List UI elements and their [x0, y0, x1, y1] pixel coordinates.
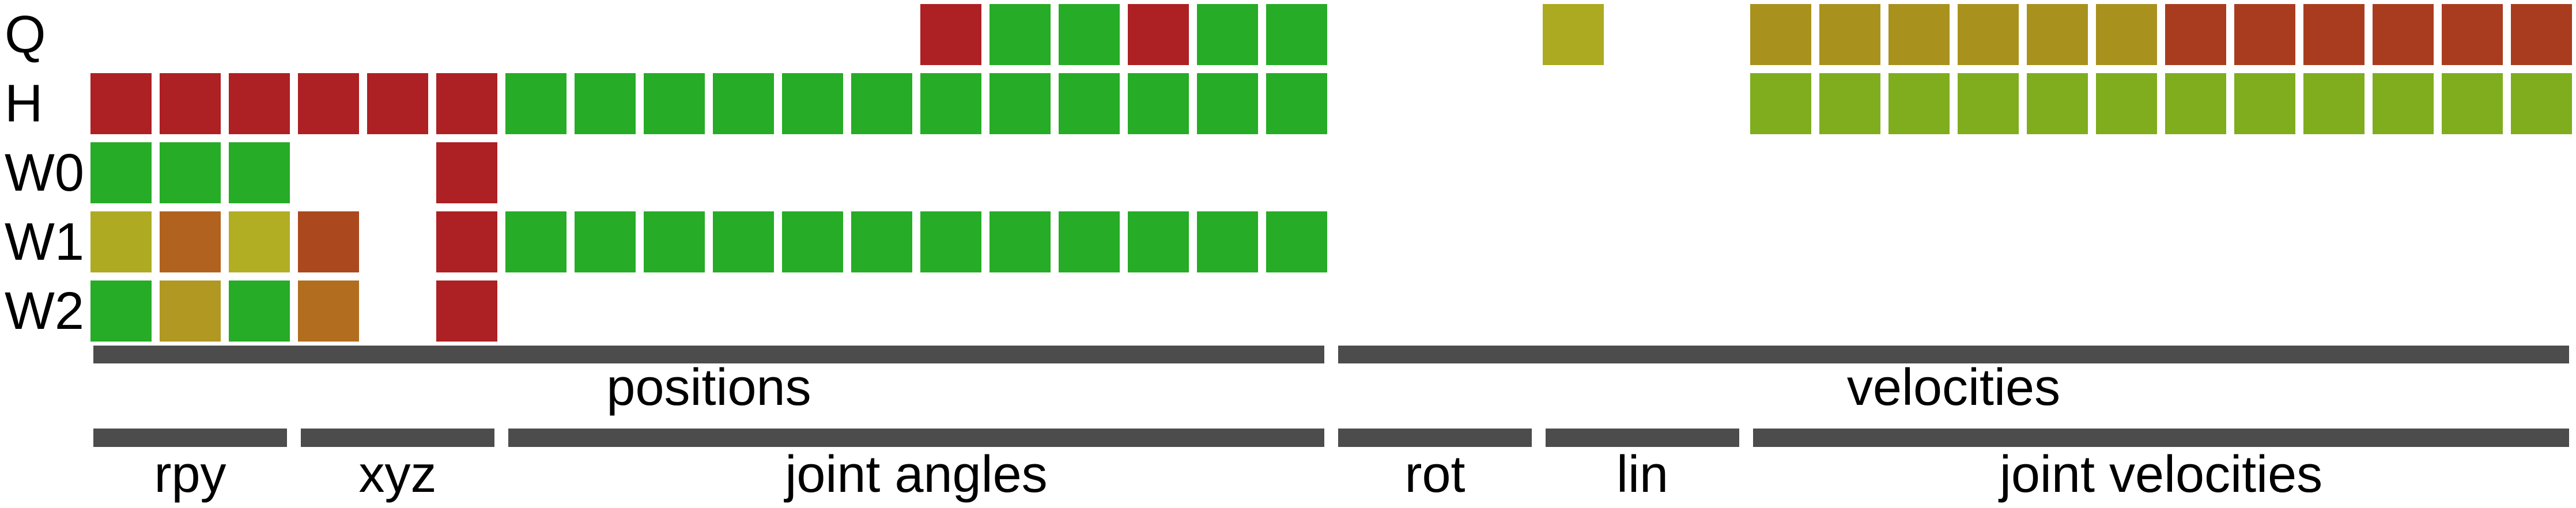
group-label-velocities: velocities	[1846, 359, 2061, 416]
group-bar-velocities	[1338, 346, 2569, 363]
cell-w1-col9	[713, 211, 774, 272]
cell-q-col33	[2373, 4, 2434, 65]
cell-w1-col2	[229, 211, 290, 272]
cell-h-col7	[575, 73, 636, 134]
cell-h-col29	[2096, 73, 2157, 134]
cell-h-col6	[505, 73, 566, 134]
cell-h-col0	[90, 73, 152, 134]
cell-h-col14	[1059, 73, 1120, 134]
cell-w1-col16	[1197, 211, 1258, 272]
cell-w1-col3	[298, 211, 359, 272]
cell-w0-col5	[436, 142, 497, 203]
cell-w1-col7	[575, 211, 636, 272]
cell-h-col27	[1958, 73, 2019, 134]
cell-q-col32	[2303, 4, 2365, 65]
group-label-rpy: rpy	[154, 446, 226, 503]
cell-h-col30	[2165, 73, 2226, 134]
cell-q-col35	[2511, 4, 2572, 65]
cell-h-col31	[2234, 73, 2295, 134]
group-bar-xyz	[301, 429, 494, 447]
cell-h-col17	[1266, 73, 1327, 134]
cell-q-col31	[2234, 4, 2295, 65]
cell-q-col30	[2165, 4, 2226, 65]
cell-h-col10	[782, 73, 843, 134]
cell-h-col25	[1819, 73, 1880, 134]
cell-q-col16	[1197, 4, 1258, 65]
row-label-w0: W0	[5, 143, 84, 202]
cell-h-col28	[2027, 73, 2088, 134]
cell-h-col1	[160, 73, 221, 134]
cell-w1-col15	[1128, 211, 1189, 272]
row-label-w2: W2	[5, 282, 84, 340]
cell-w0-col1	[160, 142, 221, 203]
cell-h-col15	[1128, 73, 1189, 134]
cell-h-col8	[644, 73, 705, 134]
group-label-joint-velocities: joint velocities	[1999, 446, 2323, 503]
row-label-q: Q	[5, 5, 46, 64]
cell-q-col25	[1819, 4, 1880, 65]
cell-q-col15	[1128, 4, 1189, 65]
cell-h-col34	[2442, 73, 2503, 134]
cell-w1-col0	[90, 211, 152, 272]
cell-h-col24	[1750, 73, 1811, 134]
cell-q-col28	[2027, 4, 2088, 65]
cell-w1-col12	[920, 211, 981, 272]
cell-q-col24	[1750, 4, 1811, 65]
cell-q-col12	[920, 4, 981, 65]
cell-h-col33	[2373, 73, 2434, 134]
cell-h-col3	[298, 73, 359, 134]
cell-q-col26	[1888, 4, 1950, 65]
cell-q-col27	[1958, 4, 2019, 65]
cell-w1-col11	[851, 211, 912, 272]
cell-q-col17	[1266, 4, 1327, 65]
cell-q-col29	[2096, 4, 2157, 65]
cell-q-col34	[2442, 4, 2503, 65]
cell-h-col9	[713, 73, 774, 134]
group-bar-rot	[1338, 429, 1532, 447]
cell-w2-col1	[160, 280, 221, 342]
cell-h-col13	[989, 73, 1051, 134]
row-label-w1: W1	[5, 213, 84, 271]
cell-w0-col0	[90, 142, 152, 203]
cell-h-col2	[229, 73, 290, 134]
row-label-h: H	[5, 74, 43, 133]
cell-w1-col13	[989, 211, 1051, 272]
cell-h-col35	[2511, 73, 2572, 134]
cell-h-col26	[1888, 73, 1950, 134]
group-label-lin: lin	[1616, 446, 1669, 503]
group-bar-rpy	[93, 429, 287, 447]
cell-w1-col5	[436, 211, 497, 272]
cell-h-col32	[2303, 73, 2365, 134]
cell-w1-col6	[505, 211, 566, 272]
group-bar-positions	[93, 346, 1324, 363]
cell-q-col13	[989, 4, 1051, 65]
group-bar-joint-velocities	[1753, 429, 2569, 447]
cell-q-col14	[1059, 4, 1120, 65]
cell-w2-col5	[436, 280, 497, 342]
group-label-positions: positions	[606, 359, 811, 416]
group-bar-lin	[1546, 429, 1739, 447]
cell-w2-col2	[229, 280, 290, 342]
cell-h-col16	[1197, 73, 1258, 134]
cell-h-col4	[367, 73, 428, 134]
cell-w2-col3	[298, 280, 359, 342]
group-bar-joint-angles	[508, 429, 1324, 447]
cell-w2-col0	[90, 280, 152, 342]
cell-w1-col14	[1059, 211, 1120, 272]
cell-w1-col8	[644, 211, 705, 272]
cell-h-col12	[920, 73, 981, 134]
group-label-joint-angles: joint angles	[785, 446, 1048, 503]
cell-h-col11	[851, 73, 912, 134]
group-label-rot: rot	[1404, 446, 1465, 503]
cell-h-col5	[436, 73, 497, 134]
group-label-xyz: xyz	[358, 446, 437, 503]
cell-w1-col17	[1266, 211, 1327, 272]
cell-w1-col10	[782, 211, 843, 272]
cell-q-col21	[1543, 4, 1604, 65]
cell-w1-col1	[160, 211, 221, 272]
cell-w0-col2	[229, 142, 290, 203]
